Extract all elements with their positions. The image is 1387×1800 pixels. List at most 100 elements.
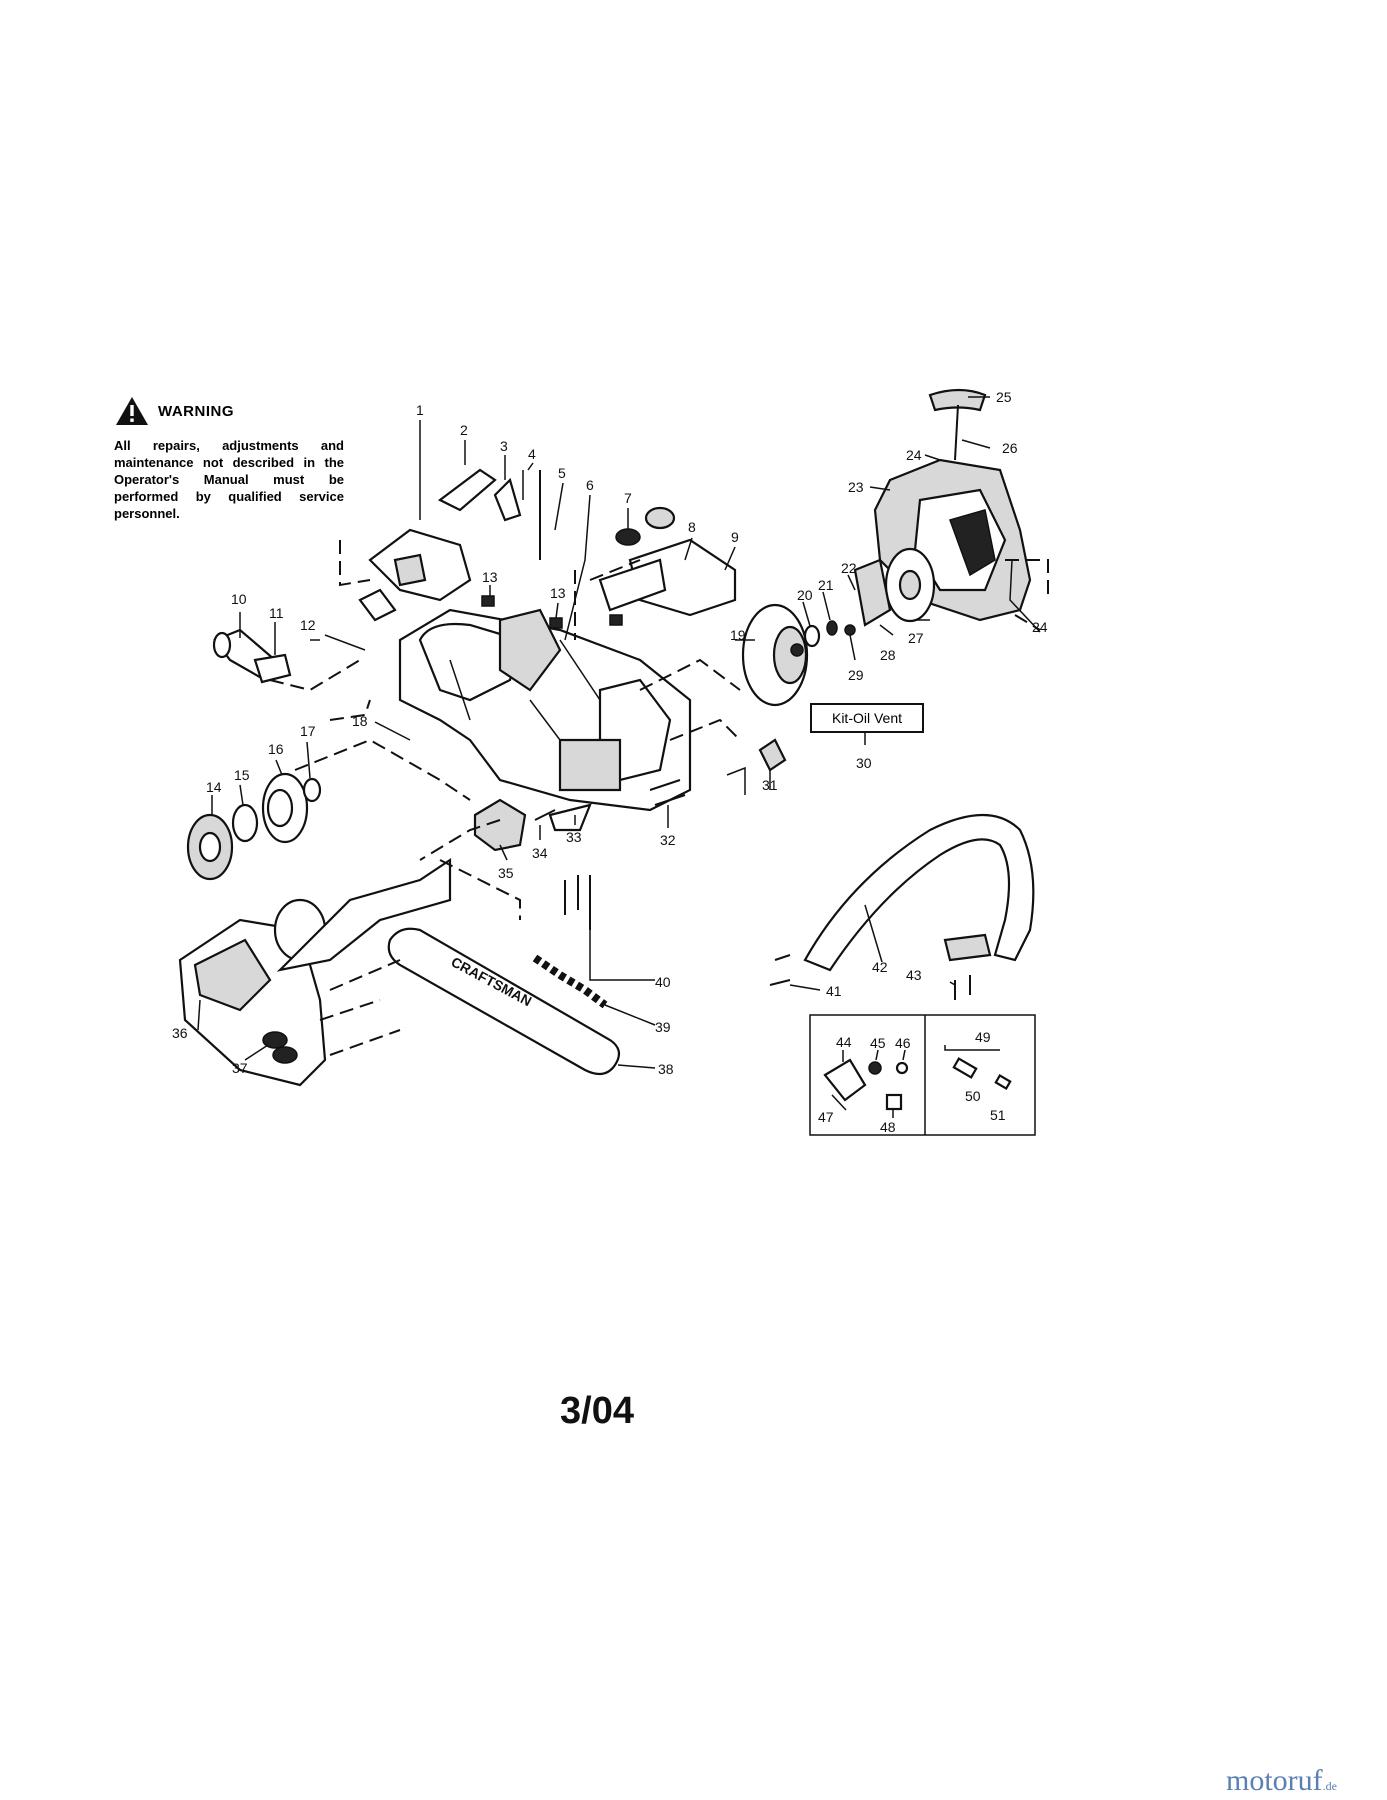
label-17: 17 xyxy=(300,723,316,739)
label-11: 11 xyxy=(269,605,284,621)
chain-tensioner xyxy=(473,798,527,852)
label-36: 36 xyxy=(172,1025,188,1041)
flywheel xyxy=(741,603,809,707)
guide-plate xyxy=(276,857,452,972)
nut-21 xyxy=(826,620,838,636)
label-38: 38 xyxy=(658,1061,674,1077)
label-26: 26 xyxy=(1002,440,1018,456)
label-13b: 13 xyxy=(550,585,566,601)
label-30: 30 xyxy=(856,755,872,771)
part-7-fitting xyxy=(615,506,676,546)
label-47: 47 xyxy=(818,1109,834,1125)
label-45: 45 xyxy=(870,1035,886,1051)
leader-lines xyxy=(197,396,1041,1118)
label-4: 4 xyxy=(528,446,536,462)
warning-header: WARNING xyxy=(114,395,344,427)
label-46: 46 xyxy=(895,1035,911,1051)
screws-43 xyxy=(954,975,971,1000)
clutch-assembly xyxy=(186,772,322,881)
label-51: 51 xyxy=(990,1107,1006,1123)
watermark-logo: motoruf.de xyxy=(1226,1764,1337,1798)
label-14: 14 xyxy=(206,779,222,795)
watermark-name: motoruf xyxy=(1226,1764,1323,1797)
inset-parts-box xyxy=(809,1014,1036,1136)
pins-40 xyxy=(564,875,591,930)
label-1: 1 xyxy=(416,402,424,418)
label-20: 20 xyxy=(797,587,813,603)
label-22: 22 xyxy=(841,560,857,576)
label-6: 6 xyxy=(586,477,594,493)
clip-13b xyxy=(549,617,563,629)
label-35: 35 xyxy=(498,865,514,881)
label-3: 3 xyxy=(500,438,508,454)
label-19: 19 xyxy=(730,627,746,643)
sprocket-cover xyxy=(178,898,327,1087)
bolts-32 xyxy=(649,779,686,806)
label-2: 2 xyxy=(460,422,468,438)
label-27: 27 xyxy=(908,630,924,646)
assembly-dash-lines xyxy=(269,540,1049,1056)
kit-oil-vent-label: Kit-Oil Vent xyxy=(810,703,924,733)
guide-bar: CRAFTSMAN xyxy=(387,927,621,1076)
label-49: 49 xyxy=(975,1029,991,1045)
starter-handle xyxy=(928,388,987,461)
front-handle xyxy=(803,814,1035,972)
label-37: 37 xyxy=(232,1060,248,1076)
clip-near-8 xyxy=(609,614,623,626)
warning-block: WARNING All repairs, adjustments and mai… xyxy=(114,395,344,522)
label-43: 43 xyxy=(906,967,922,983)
label-21: 21 xyxy=(818,577,834,593)
washer-20 xyxy=(803,624,821,648)
label-9: 9 xyxy=(731,529,739,545)
label-24a: 24 xyxy=(906,447,922,463)
plate-8 xyxy=(598,558,667,612)
label-40: 40 xyxy=(655,974,671,990)
screws-41 xyxy=(769,954,791,986)
label-25: 25 xyxy=(996,389,1012,405)
label-13a: 13 xyxy=(482,569,498,585)
label-8: 8 xyxy=(688,519,696,535)
label-15: 15 xyxy=(234,767,250,783)
label-23: 23 xyxy=(848,479,864,495)
warning-text: All repairs, adjustments and maintenance… xyxy=(114,438,344,521)
label-50: 50 xyxy=(965,1088,981,1104)
label-24b: 24 xyxy=(1032,619,1048,635)
label-29: 29 xyxy=(848,667,864,683)
watermark-tld: .de xyxy=(1322,1779,1337,1793)
warning-title: WARNING xyxy=(158,402,234,420)
date-stamp: 3/04 xyxy=(560,1390,634,1432)
label-5: 5 xyxy=(558,465,566,481)
label-34: 34 xyxy=(532,845,548,861)
label-33: 33 xyxy=(566,829,582,845)
saw-chain xyxy=(532,954,608,1009)
part-33 xyxy=(548,803,592,832)
crankcase-housing xyxy=(398,608,692,812)
label-7: 7 xyxy=(624,490,632,506)
label-39: 39 xyxy=(655,1019,671,1035)
pin-12 xyxy=(324,634,366,651)
label-48: 48 xyxy=(880,1119,896,1135)
oil-vent-hose xyxy=(726,766,746,795)
starter-pulley xyxy=(853,547,936,627)
starter-cover xyxy=(873,458,1032,622)
throttle-trigger-part xyxy=(358,528,472,622)
throttle-lever xyxy=(437,468,497,512)
label-18: 18 xyxy=(352,713,368,729)
label-44: 44 xyxy=(836,1034,852,1050)
label-32: 32 xyxy=(660,832,676,848)
label-10: 10 xyxy=(231,591,247,607)
part-10-11 xyxy=(212,628,292,684)
screw-34 xyxy=(534,809,556,821)
part-29 xyxy=(844,624,856,636)
label-31: 31 xyxy=(762,777,778,793)
oil-vent-31 xyxy=(758,738,787,772)
label-42: 42 xyxy=(872,959,888,975)
clip-13a xyxy=(481,595,495,607)
part-number-labels: 1 2 3 4 5 6 7 8 9 10 11 12 13 13 14 15 1… xyxy=(172,389,1048,1135)
label-41: 41 xyxy=(826,983,842,999)
label-28: 28 xyxy=(880,647,896,663)
label-16: 16 xyxy=(268,741,284,757)
label-12: 12 xyxy=(300,617,316,633)
